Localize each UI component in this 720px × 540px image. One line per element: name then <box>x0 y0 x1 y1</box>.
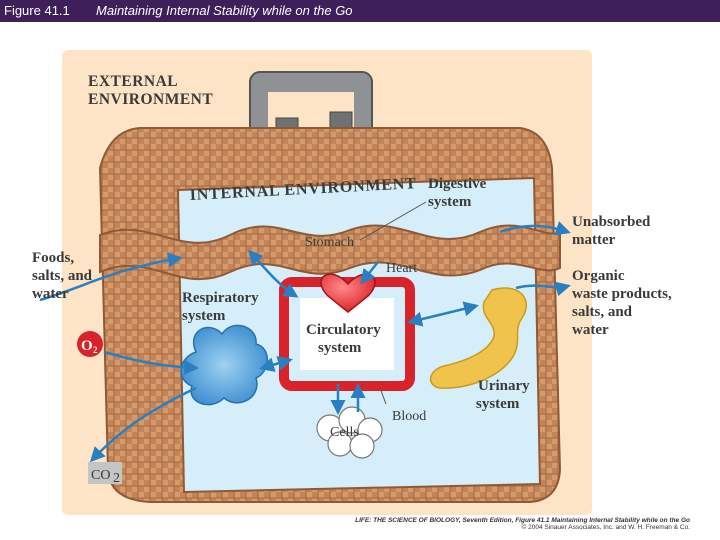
foods-label-2: salts, and <box>32 268 93 284</box>
oxygen-subscript: 2 <box>93 345 98 355</box>
organic-label-2: waste products, <box>572 286 672 302</box>
circulatory-label-1: Circulatory <box>306 322 381 338</box>
respiratory-label-2: system <box>182 308 226 324</box>
organic-label-4: water <box>572 322 609 338</box>
credit-line-2: © 2004 Sinauer Associates, Inc. and W. H… <box>521 524 690 531</box>
heart-label: Heart <box>386 261 417 276</box>
credit-line: LIFE: THE SCIENCE OF BIOLOGY, Seventh Ed… <box>355 517 690 531</box>
digestive-label-2: system <box>428 194 472 210</box>
external-label-1: EXTERNAL <box>88 73 178 90</box>
organic-label-3: salts, and <box>572 304 633 320</box>
oxygen-label: O <box>81 338 93 354</box>
external-label-2: ENVIRONMENT <box>88 91 213 108</box>
leader-lines <box>359 201 427 405</box>
co2-label: CO <box>91 468 110 483</box>
unabsorbed-label-1: Unabsorbed <box>572 214 651 230</box>
urinary-label-1: Urinary <box>478 378 530 394</box>
blood-label: Blood <box>392 409 426 424</box>
cells-label: Cells <box>330 425 359 440</box>
cells-cluster <box>316 406 383 459</box>
credit-line-1: LIFE: THE SCIENCE OF BIOLOGY, Seventh Ed… <box>355 517 690 524</box>
circulatory-label-2: system <box>318 340 362 356</box>
urinary-organ <box>430 287 528 389</box>
urinary-label-2: system <box>476 396 520 412</box>
co2-badge <box>88 462 122 484</box>
figure-number: Figure 41.1 <box>4 3 70 18</box>
unabsorbed-label-2: matter <box>572 232 616 248</box>
foods-label-1: Foods, <box>32 250 74 266</box>
title-bar: Figure 41.1 Maintaining Internal Stabili… <box>0 0 720 22</box>
co2-subscript: 2 <box>113 471 120 486</box>
organic-label-1: Organic <box>572 268 625 284</box>
flow-arrows <box>39 221 571 463</box>
oxygen-badge <box>77 331 103 357</box>
homeostasis-diagram: O 2 CO 2 EXTERNAL ENVIRONMENT INTERNAL E… <box>32 50 672 515</box>
digestive-label-1: Digestive <box>428 176 487 192</box>
stomach-label: Stomach <box>305 235 354 250</box>
respiratory-label-1: Respiratory <box>182 290 259 306</box>
foods-label-3: water <box>32 286 69 302</box>
figure-title: Maintaining Internal Stability while on … <box>96 3 353 18</box>
lungs-icon <box>180 324 268 406</box>
